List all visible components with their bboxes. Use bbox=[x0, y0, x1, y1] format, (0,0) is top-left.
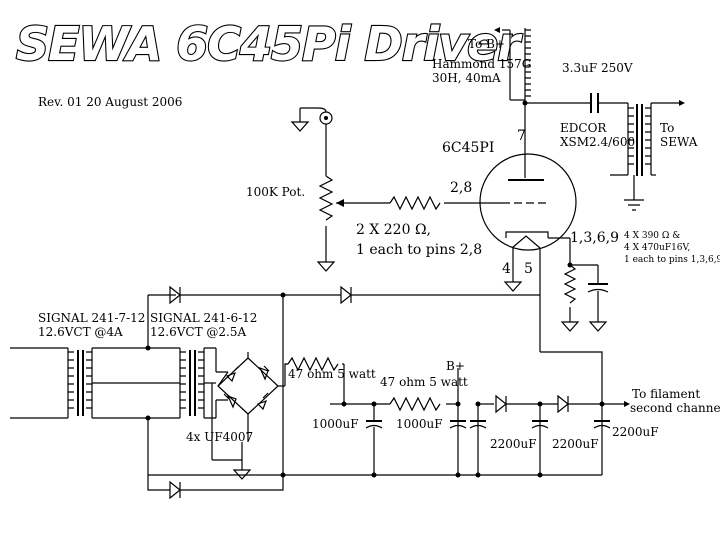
ground-return bbox=[148, 474, 602, 476]
pin4-ground-icon bbox=[503, 274, 523, 292]
to-sewa-label: To bbox=[660, 121, 674, 135]
filament-label: To filament bbox=[632, 387, 700, 401]
pins-2-8-label: 2,8 bbox=[450, 180, 472, 196]
junction-dots bbox=[145, 100, 605, 478]
diagram-title: SEWA 6C45Pi Driver bbox=[16, 17, 523, 71]
pin4-label: 4 bbox=[502, 261, 511, 277]
pin5-label: 5 bbox=[524, 261, 533, 277]
choke-spec-label: 30H, 40mA bbox=[432, 71, 501, 85]
cathode-network bbox=[560, 238, 609, 332]
bridge-rectifier bbox=[217, 352, 287, 442]
cap1-label: 1000uF bbox=[312, 417, 359, 431]
bplus-filter bbox=[285, 356, 467, 475]
power-transformer-1 bbox=[10, 347, 148, 419]
choke-model-label: Hammond 157G bbox=[432, 57, 531, 71]
coupling-capacitor bbox=[525, 93, 628, 113]
grid-stopper-resistor bbox=[389, 195, 441, 211]
res2-label: 47 ohm 5 watt bbox=[380, 375, 468, 389]
tube-type-label: 6C45PI bbox=[442, 140, 494, 156]
coupling-cap-label: 3.3uF 250V bbox=[562, 61, 633, 75]
cap4-label: 2200uF bbox=[552, 437, 599, 451]
pot-label: 100K Pot. bbox=[246, 185, 305, 199]
upper-diode-pair bbox=[169, 285, 540, 475]
to-sewa-target-label: SEWA bbox=[660, 135, 698, 149]
revision-label: Rev. 01 20 August 2006 bbox=[38, 95, 182, 109]
cathode-cap-label: 4 X 470uF16V, bbox=[624, 243, 690, 253]
xfmr2-spec-label: 12.6VCT @2.5A bbox=[150, 325, 246, 339]
xfmr1-model-label: SIGNAL 241-7-12 bbox=[38, 311, 145, 325]
input-jack bbox=[290, 107, 333, 176]
diodes-label: 4x UF4007 bbox=[186, 430, 253, 444]
tube-6c45pi bbox=[444, 103, 577, 352]
filament-channel-label: second channel bbox=[630, 401, 720, 415]
pins-1369-label: 1,3,6,9 bbox=[570, 230, 619, 246]
xfmr2-model-label: SIGNAL 241-6-12 bbox=[150, 311, 257, 325]
grid-resistor-label: 2 X 220 Ω, bbox=[356, 222, 431, 238]
cap3-label: 2200uF bbox=[490, 437, 537, 451]
filament-filter bbox=[469, 351, 630, 475]
pin7-label: 7 bbox=[517, 128, 526, 144]
bplus-label: B+ bbox=[446, 359, 465, 373]
volume-pot bbox=[316, 175, 390, 272]
plate-choke bbox=[494, 27, 531, 102]
to-bplus-label: To B+ bbox=[468, 37, 505, 51]
output-xfmr-model-label: XSM2.4/600 bbox=[560, 135, 635, 149]
power-transformer-2 bbox=[147, 294, 252, 491]
res1-label: 47 ohm 5 watt bbox=[288, 367, 376, 381]
cathode-note-label: 1 each to pins 1,3,6,9 bbox=[624, 255, 720, 265]
output-xfmr-label: EDCOR bbox=[560, 121, 607, 135]
cap2-label: 1000uF bbox=[396, 417, 443, 431]
lower-diode bbox=[169, 475, 284, 500]
grid-resistor-note-label: 1 each to pins 2,8 bbox=[356, 242, 482, 258]
output-transformer bbox=[610, 100, 685, 211]
cap5-label: 2200uF bbox=[612, 425, 659, 439]
xfmr1-spec-label: 12.6VCT @4A bbox=[38, 325, 123, 339]
cathode-res-label: 4 X 390 Ω & bbox=[624, 231, 680, 241]
